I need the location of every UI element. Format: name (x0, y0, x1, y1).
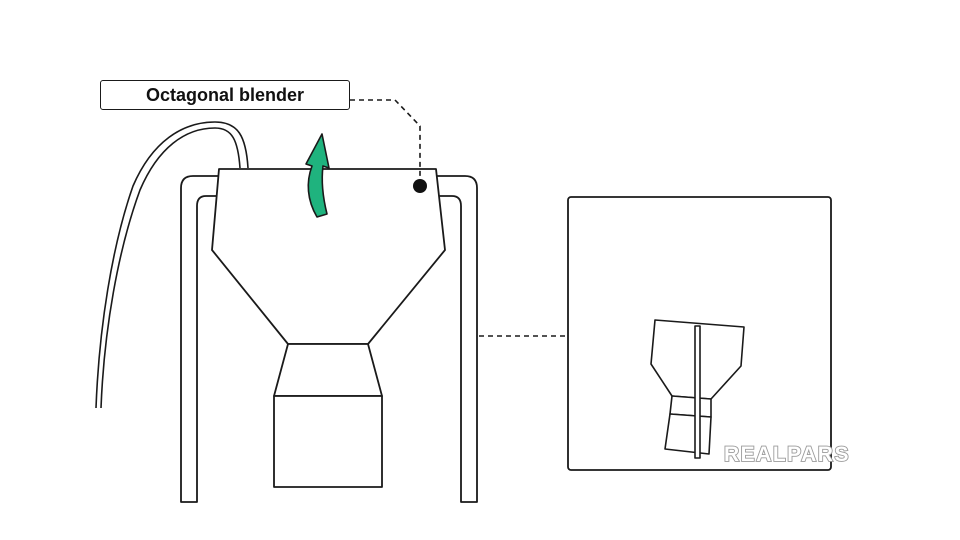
inset-panel (567, 196, 832, 471)
callout-label-box: Octagonal blender (100, 80, 350, 110)
octagonal-blender-body (211, 168, 446, 488)
curved-up-arrow-icon (305, 133, 330, 218)
tilted-blender-view (650, 319, 745, 459)
hose (95, 121, 249, 409)
realpars-logo: REALPARS (724, 440, 900, 468)
blender-hopper (211, 168, 446, 345)
blender-neck (273, 343, 383, 397)
callout-label: Octagonal blender (145, 84, 305, 105)
callout-point (413, 179, 427, 193)
logo-wordmark: REALPARS (724, 442, 850, 467)
rotation-axis-shaft (694, 325, 701, 459)
blender-container (273, 395, 383, 488)
callout-leader (350, 99, 427, 193)
logo-text: REALPARS (724, 443, 850, 466)
support-frame (180, 175, 478, 503)
